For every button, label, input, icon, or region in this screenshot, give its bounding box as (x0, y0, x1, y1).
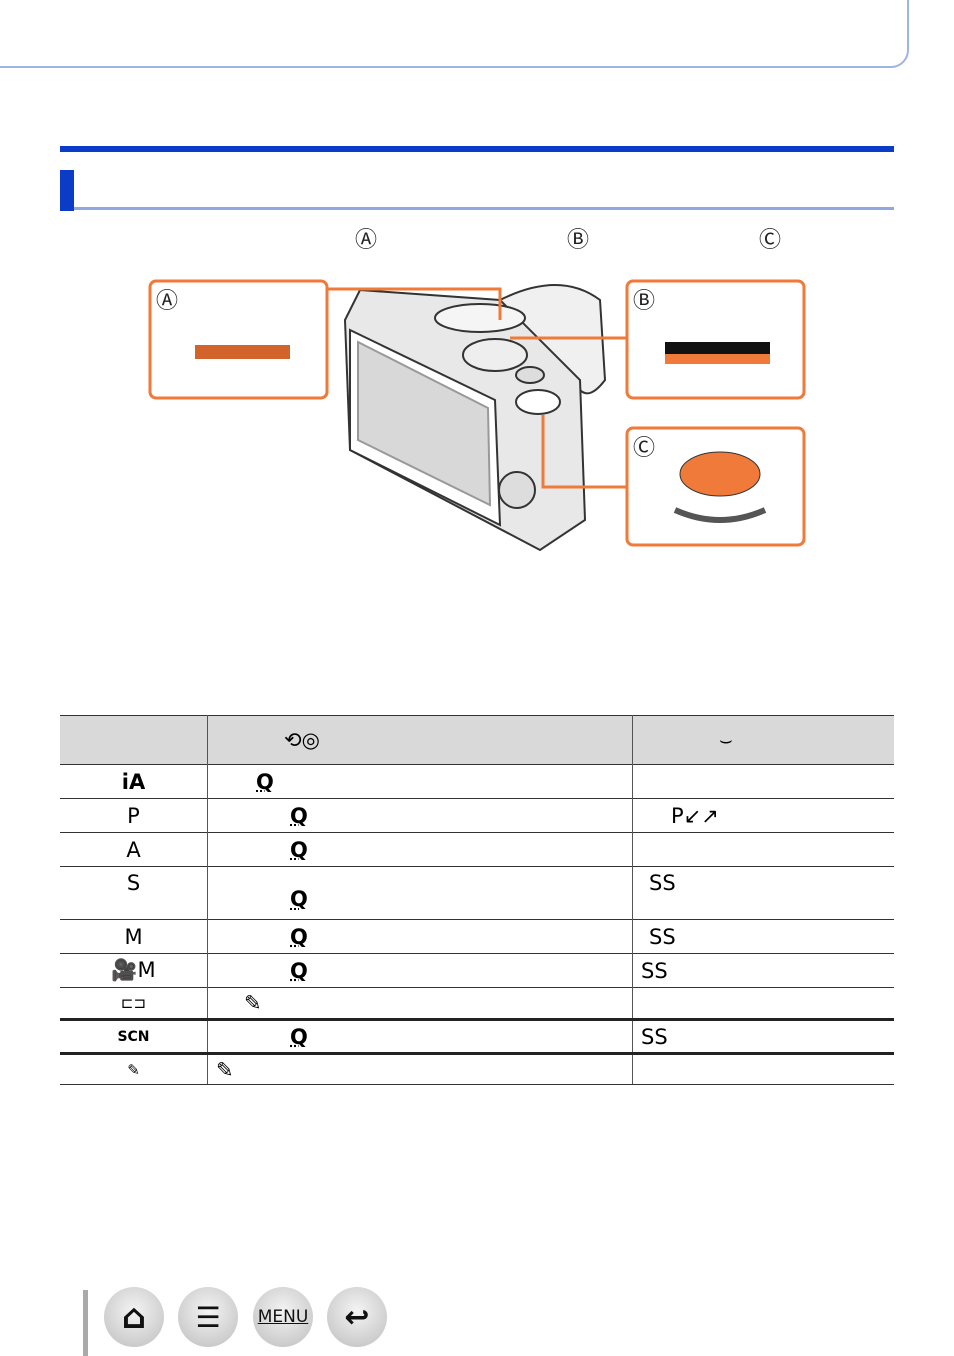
filter-icon: ✎ (207, 1052, 633, 1085)
section-rule (74, 207, 894, 210)
header-control-dial-icon: ⌣ (632, 715, 894, 765)
menu-button[interactable]: MENU (253, 1287, 313, 1347)
filter-icon: ✎ (207, 987, 633, 1020)
callout-c: Ⓒ (759, 228, 782, 253)
mode-icon: SCN (60, 1018, 208, 1054)
back-button[interactable]: ↩ (327, 1287, 387, 1347)
table-header: ⟲◎ ⌣ (60, 715, 894, 765)
camera-illustration: Ⓐ Ⓑ Ⓒ (148, 279, 806, 552)
table-row: P Q P↙↗ (60, 798, 894, 833)
mode-icon: ✎ (60, 1052, 208, 1085)
zoom-icon: Q (290, 924, 308, 949)
zoom-icon: Q (290, 887, 308, 911)
shutter-speed-icon: SS (632, 953, 894, 988)
mode-icon: 🎥M (60, 953, 208, 988)
table-row: ⊏⊐✎ (60, 987, 894, 1020)
table-row: SCN Q SS (60, 1018, 894, 1054)
table-row: iA Q (60, 764, 894, 799)
mode-icon: A (60, 832, 208, 867)
table-row: ✎✎ (60, 1052, 894, 1085)
callout-a: Ⓐ (355, 228, 378, 253)
dial-function (632, 764, 894, 799)
program-shift-icon: P↙↗ (632, 798, 894, 833)
svg-text:Ⓐ: Ⓐ (156, 289, 178, 314)
callout-b: Ⓑ (567, 228, 590, 253)
mode-icon: iA (60, 764, 208, 799)
zoom-icon: Q (256, 769, 274, 794)
header-mode (60, 715, 208, 765)
table-row: M Q SS (60, 919, 894, 954)
title-rule (60, 146, 894, 152)
mode-icon: ⊏⊐ (60, 987, 208, 1020)
home-button[interactable]: ⌂ (104, 1287, 164, 1347)
header-box (0, 0, 909, 68)
contents-button[interactable]: ☰ (178, 1287, 238, 1347)
header-control-ring-icon: ⟲◎ (207, 715, 633, 765)
svg-text:Ⓑ: Ⓑ (633, 289, 655, 314)
mode-icon: M (60, 919, 208, 954)
table-row: 🎥M Q SS (60, 953, 894, 988)
dial-function (632, 832, 894, 867)
zoom-icon: Q (290, 803, 308, 828)
svg-text:Ⓒ: Ⓒ (633, 436, 655, 461)
zoom-icon: Q (290, 958, 308, 983)
shutter-speed-icon: SS (632, 919, 894, 954)
mode-icon: P (60, 798, 208, 833)
shutter-speed-icon: SS (632, 1018, 894, 1054)
dial-function (632, 987, 894, 1020)
dial-function (632, 1052, 894, 1085)
nav-divider (83, 1290, 88, 1356)
section-marker (60, 170, 74, 211)
zoom-icon: Q (290, 1024, 308, 1049)
shutter-speed-icon: SS (632, 866, 894, 920)
table-row: S Q SS (60, 866, 894, 920)
zoom-icon: Q (290, 837, 308, 862)
mode-icon: S (60, 866, 208, 920)
